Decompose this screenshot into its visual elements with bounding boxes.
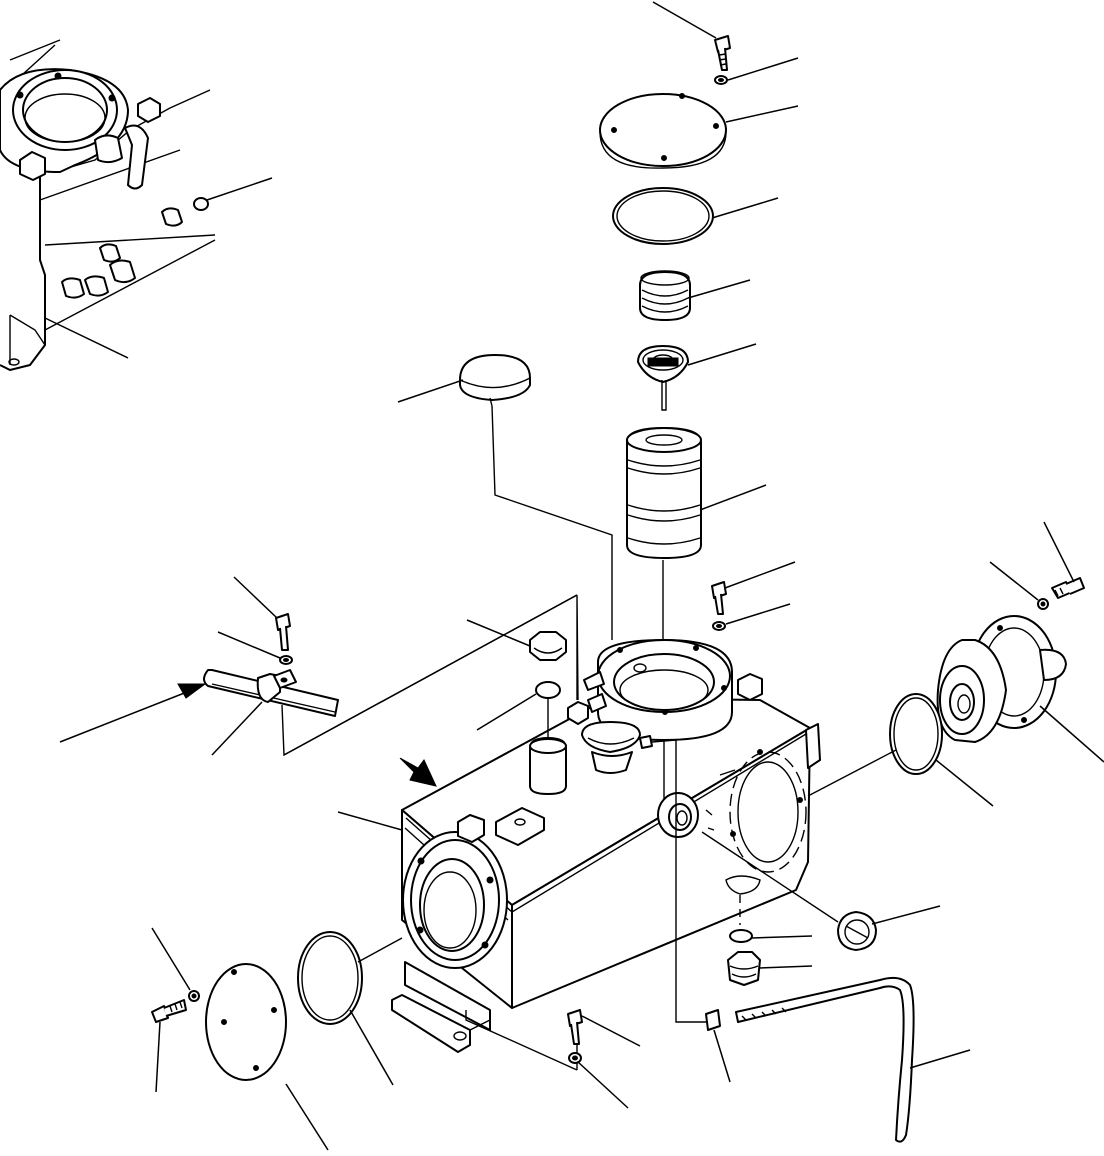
bottom-washer xyxy=(465,1010,629,1109)
direction-arrow xyxy=(59,683,207,743)
inset-tank-view xyxy=(0,39,273,371)
top-washer xyxy=(714,57,799,85)
side-bolt xyxy=(1043,521,1085,599)
clamp-bolt xyxy=(233,576,291,651)
view-arrow xyxy=(399,757,437,787)
front-o-ring xyxy=(297,931,403,1086)
small-nut xyxy=(283,594,589,756)
bottom-bolt xyxy=(567,1009,641,1070)
adapter-o-ring xyxy=(807,693,994,807)
side-plug xyxy=(701,831,941,951)
cover-o-ring xyxy=(612,187,779,245)
filter-element xyxy=(626,427,767,645)
side-adapter xyxy=(936,615,1104,763)
front-cover xyxy=(205,963,329,1151)
plug-o-ring xyxy=(729,929,813,943)
hose-clamp xyxy=(211,594,578,757)
hose-fitting xyxy=(705,1009,731,1083)
side-washer xyxy=(989,561,1049,610)
hose xyxy=(735,976,971,1143)
filler-strainer xyxy=(581,721,706,1023)
filler-flange xyxy=(583,639,733,800)
tank-body xyxy=(391,673,821,1053)
collar xyxy=(529,737,567,795)
flange-washer xyxy=(712,603,791,631)
breather-cap xyxy=(397,354,613,640)
tank-leader xyxy=(337,811,403,831)
clamp-washer xyxy=(217,631,293,665)
flange-bolt xyxy=(711,561,796,615)
top-cover xyxy=(599,93,799,169)
front-bolt xyxy=(151,999,187,1093)
spring xyxy=(639,270,751,321)
valve-element xyxy=(637,343,757,411)
elbow-fitting xyxy=(727,951,813,986)
front-washer xyxy=(151,927,200,1002)
plug-seal xyxy=(476,681,561,738)
drain-plug xyxy=(466,619,567,661)
top-bolt xyxy=(652,1,731,71)
